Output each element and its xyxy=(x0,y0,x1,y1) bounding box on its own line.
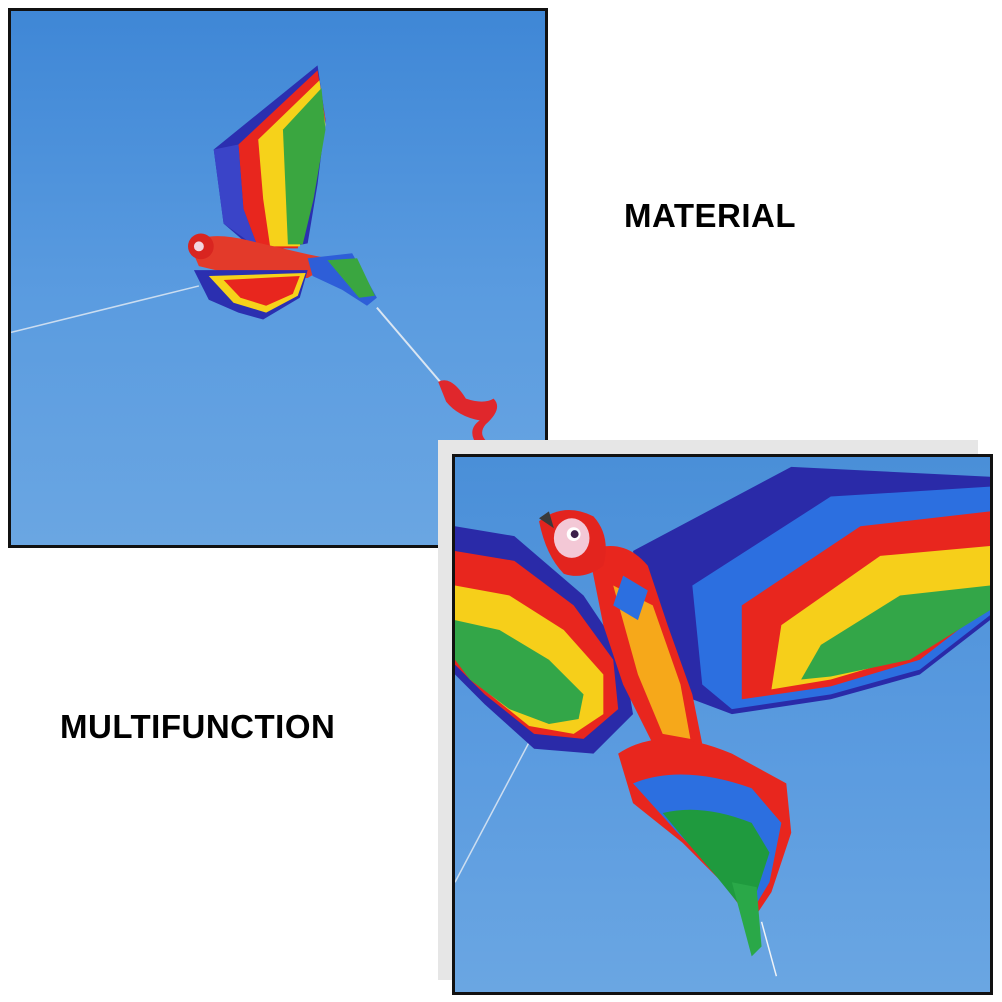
material-caption: MATERIAL xyxy=(624,197,797,234)
parrot-kite-in-flight-icon xyxy=(11,65,521,457)
multifunction-caption: MULTIFUNCTION xyxy=(60,708,336,745)
kite-closeup-photo xyxy=(452,454,993,995)
kite-flight-photo xyxy=(8,8,548,548)
parrot-kite-closeup-icon xyxy=(455,466,990,977)
